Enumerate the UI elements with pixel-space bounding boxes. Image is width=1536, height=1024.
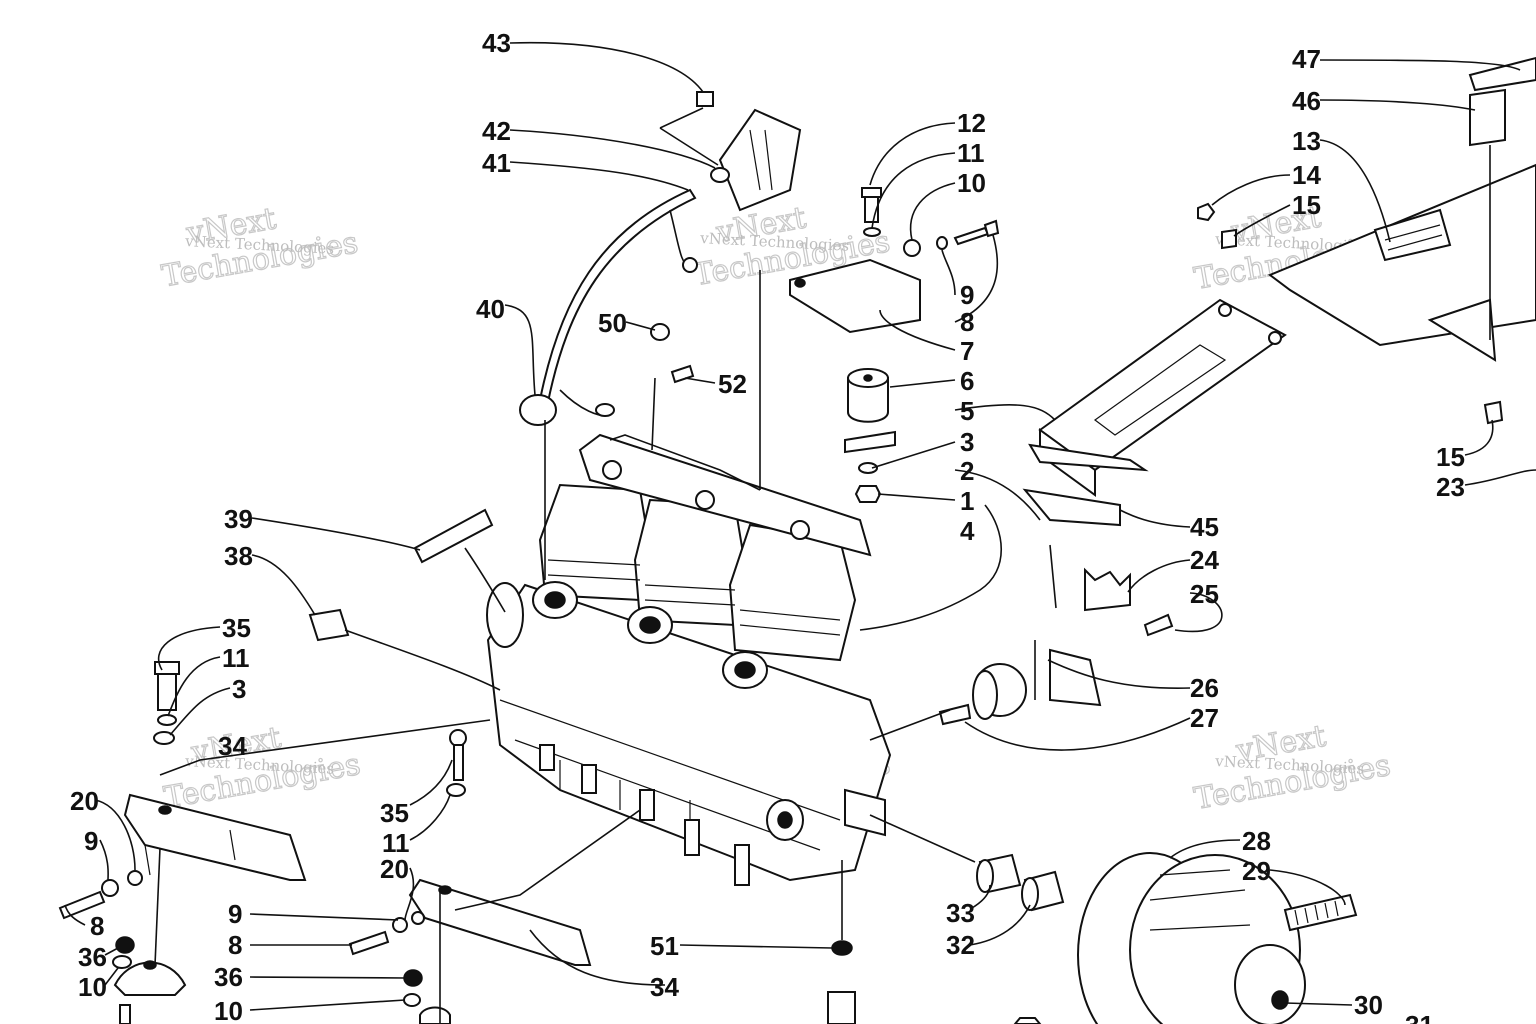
drive-clutch-assembly — [976, 852, 1358, 1024]
leader-lines — [64, 41, 1536, 1024]
callout-40: 40 — [476, 294, 505, 324]
callout-5: 5 — [960, 396, 974, 426]
callout-12: 12 — [957, 108, 986, 138]
left-engine-brackets — [58, 661, 856, 1024]
callout-26: 26 — [1190, 673, 1219, 703]
callout-47: 47 — [1292, 44, 1321, 74]
callout-8: 8 — [960, 307, 974, 337]
callout-14: 14 — [1292, 160, 1321, 190]
callout-45: 45 — [1190, 512, 1219, 542]
front-mount-bracket — [938, 298, 1287, 726]
engine-block — [486, 433, 892, 886]
callout-3: 3 — [232, 674, 246, 704]
callout-35: 35 — [222, 613, 251, 643]
callout-34: 34 — [218, 731, 247, 761]
callout-36: 36 — [214, 962, 243, 992]
callout-10: 10 — [78, 972, 107, 1002]
callout-39: 39 — [224, 504, 253, 534]
callout-30: 30 — [1354, 990, 1383, 1020]
callout-20: 20 — [380, 854, 409, 884]
callout-46: 46 — [1292, 86, 1321, 116]
callout-33: 33 — [946, 898, 975, 928]
callout-labels: 43 42 41 40 50 52 39 38 35 11 3 34 20 9 … — [70, 28, 1465, 1024]
callout-1: 1 — [960, 486, 974, 516]
callout-20: 20 — [70, 786, 99, 816]
callout-3: 3 — [960, 427, 974, 457]
callout-8: 8 — [228, 930, 242, 960]
callout-9: 9 — [84, 826, 98, 856]
small-parts-upper — [308, 323, 695, 642]
callout-43: 43 — [482, 28, 511, 58]
callout-11: 11 — [957, 138, 985, 168]
callout-23: 23 — [1436, 472, 1465, 502]
callout-7: 7 — [960, 336, 974, 366]
callout-29: 29 — [1242, 856, 1271, 886]
callout-34: 34 — [650, 972, 679, 1002]
callout-15: 15 — [1436, 442, 1465, 472]
callout-52: 52 — [718, 369, 747, 399]
callout-31: 31 — [1405, 1010, 1434, 1024]
callout-35: 35 — [380, 798, 409, 828]
callout-11: 11 — [222, 643, 250, 673]
callout-50: 50 — [598, 308, 627, 338]
callout-15: 15 — [1292, 190, 1321, 220]
callout-8: 8 — [90, 911, 104, 941]
callout-25: 25 — [1190, 579, 1219, 609]
callout-13: 13 — [1292, 126, 1321, 156]
callout-2: 2 — [960, 456, 974, 486]
callout-6: 6 — [960, 366, 974, 396]
chassis-frame — [1197, 56, 1536, 425]
callout-32: 32 — [946, 930, 975, 960]
callout-51: 51 — [650, 931, 679, 961]
callout-24: 24 — [1190, 545, 1219, 575]
callout-38: 38 — [224, 541, 253, 571]
callout-10: 10 — [214, 996, 243, 1024]
callout-41: 41 — [482, 148, 511, 178]
callout-28: 28 — [1242, 826, 1271, 856]
callout-11: 11 — [382, 828, 410, 858]
callout-10: 10 — [957, 168, 986, 198]
callout-9: 9 — [960, 280, 974, 310]
engine-mount-stack — [789, 187, 1000, 503]
callout-9: 9 — [228, 899, 242, 929]
callout-27: 27 — [1190, 703, 1219, 733]
callout-4: 4 — [960, 516, 975, 546]
callout-42: 42 — [482, 116, 511, 146]
recoil-cable-assembly — [519, 91, 802, 426]
callout-36: 36 — [78, 942, 107, 972]
